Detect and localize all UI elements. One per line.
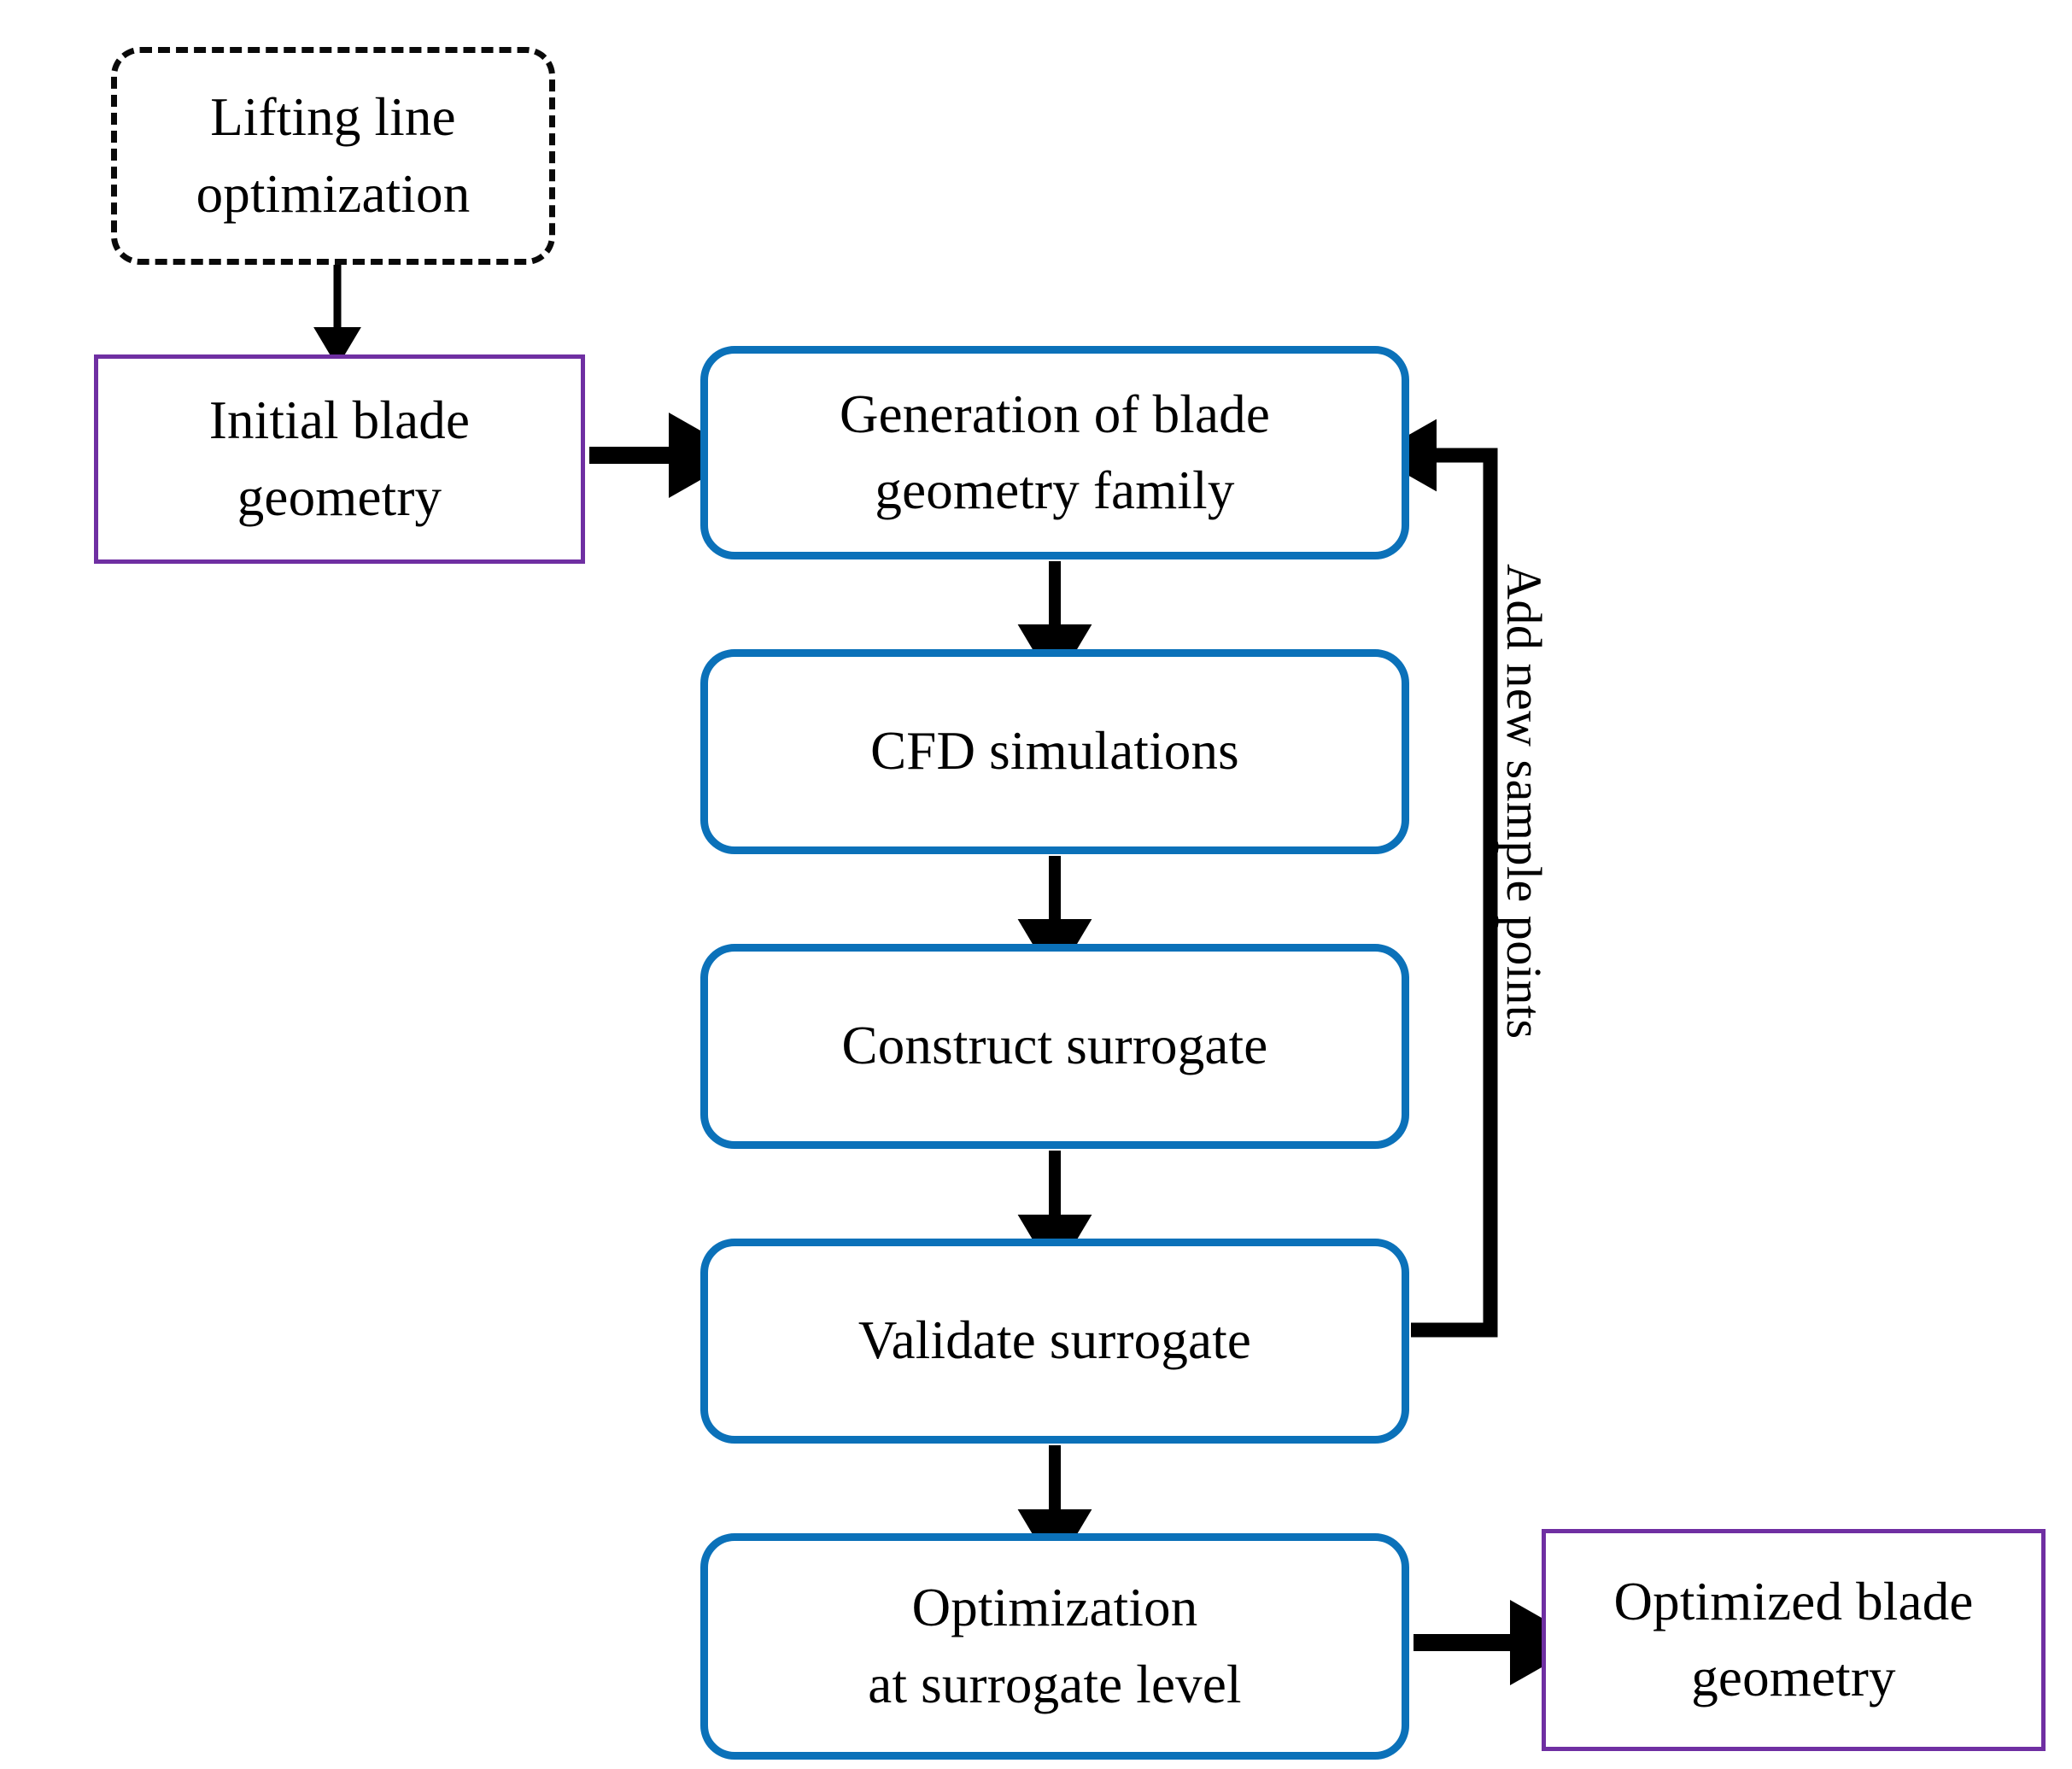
node-optimized-blade-geometry[interactable]: Optimized blade geometry — [1542, 1529, 2046, 1751]
node-validate-surrogate-label: Validate surrogate — [857, 1310, 1252, 1371]
feedback-loop-label: Add new sample points — [1496, 564, 1552, 1040]
edge-feedback-validate-to-generation — [1373, 419, 1498, 1338]
node-generation-of-blade-geometry-family[interactable]: Generation of blade geometry family — [700, 346, 1409, 559]
node-generation-of-blade-geometry-family-label: Generation of blade geometry family — [839, 384, 1271, 520]
node-optimization-at-surrogate-level-label: Optimization at surrogate level — [868, 1578, 1242, 1714]
node-validate-surrogate[interactable]: Validate surrogate — [700, 1239, 1409, 1444]
node-cfd-simulations[interactable]: CFD simulations — [700, 649, 1409, 854]
node-construct-surrogate[interactable]: Construct surrogate — [700, 944, 1409, 1149]
node-lifting-line-optimization[interactable]: Lifting line optimization — [111, 47, 555, 265]
node-initial-blade-geometry-label: Initial blade geometry — [208, 390, 471, 527]
node-optimized-blade-geometry-label: Optimized blade geometry — [1613, 1571, 1974, 1707]
node-initial-blade-geometry[interactable]: Initial blade geometry — [94, 354, 585, 564]
node-cfd-simulations-label: CFD simulations — [870, 721, 1239, 782]
node-construct-surrogate-label: Construct surrogate — [841, 1016, 1268, 1076]
node-optimization-at-surrogate-level[interactable]: Optimization at surrogate level — [700, 1533, 1409, 1760]
node-lifting-line-optimization-label: Lifting line optimization — [196, 87, 471, 224]
